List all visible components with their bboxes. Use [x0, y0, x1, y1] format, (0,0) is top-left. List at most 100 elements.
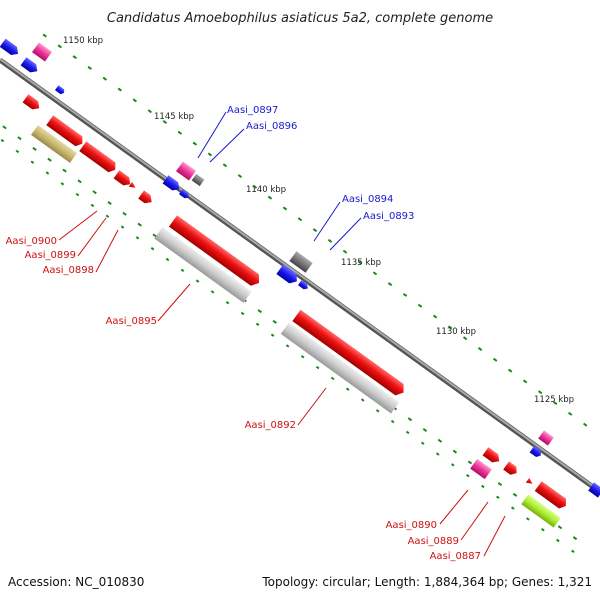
tick-mark	[342, 249, 348, 254]
tick-mark	[102, 76, 107, 81]
tick-mark	[132, 98, 137, 103]
tick-mark	[526, 517, 530, 521]
tick-mark	[17, 136, 22, 141]
tick-mark	[568, 411, 573, 416]
gene-feature-red	[503, 461, 517, 475]
gene-feature-red	[22, 94, 40, 110]
tick-mark	[452, 449, 458, 454]
tick-mark	[432, 314, 438, 319]
tick-mark	[237, 174, 243, 179]
tick-mark	[177, 130, 183, 135]
gene-features	[0, 38, 600, 528]
gene-label: Aasi_0887	[430, 551, 481, 562]
accession-text: Accession: NC_010830	[8, 575, 144, 589]
gene-label: Aasi_0889	[408, 536, 459, 547]
kbp-label: 1145 kbp	[154, 112, 194, 122]
tick-mark	[372, 271, 378, 276]
gene-feature-khaki	[31, 125, 77, 163]
tick-mark	[152, 233, 157, 238]
tick-mark	[92, 190, 97, 195]
gene-feature-blue	[276, 264, 297, 284]
tick-mark	[422, 427, 428, 433]
tick-mark	[45, 171, 50, 175]
genome-title: Candidatus Amoebophilus asiaticus 5a2, c…	[107, 11, 493, 26]
tick-mark	[30, 160, 35, 164]
tick-mark	[147, 109, 152, 114]
tick-mark	[75, 192, 80, 197]
tick-mark	[507, 368, 513, 373]
kbp-labels: 1150 kbp 1145 kbp 1140 kbp 1135 kbp 1130…	[63, 36, 574, 405]
gene-label: Aasi_0898	[43, 265, 94, 276]
tick-mark	[90, 203, 95, 208]
tick-mark	[315, 365, 320, 370]
gene-feature-lightgray	[154, 227, 252, 303]
tick-mark	[15, 149, 20, 154]
tick-mark	[481, 484, 485, 489]
gene-feature-magenta	[32, 42, 52, 62]
kbp-label: 1150 kbp	[63, 36, 103, 46]
tick-mark	[2, 125, 7, 130]
tick-mark	[135, 236, 140, 240]
tick-mark	[557, 525, 563, 530]
tick-mark	[210, 290, 215, 294]
tick-marks	[0, 33, 588, 554]
label-leader-lines	[58, 111, 506, 557]
tick-mark	[462, 336, 468, 341]
tick-mark	[556, 538, 560, 543]
gene-feature-red	[79, 141, 116, 173]
tick-mark	[437, 438, 443, 443]
tick-mark	[257, 309, 262, 314]
tick-mark	[467, 460, 473, 465]
gene-label: Aasi_0893	[363, 211, 414, 222]
gene-feature-blue	[529, 445, 541, 457]
gene-label: Aasi_0894	[342, 194, 393, 205]
tick-mark	[402, 292, 408, 297]
tick-mark	[451, 463, 455, 467]
tick-mark	[375, 409, 380, 413]
tick-mark	[162, 119, 168, 125]
tick-mark	[466, 473, 470, 478]
tick-mark	[72, 55, 77, 60]
tick-mark	[57, 44, 62, 49]
tick-mark	[300, 355, 305, 359]
tick-mark	[120, 225, 125, 229]
tick-mark	[330, 376, 335, 381]
tick-mark	[267, 195, 273, 200]
gene-feature-red	[292, 309, 404, 396]
gene-feature-red	[534, 481, 567, 509]
tick-mark	[477, 346, 483, 352]
gene-feature-lime	[521, 494, 561, 528]
gene-feature-magenta	[176, 161, 196, 181]
tick-mark	[417, 303, 423, 308]
tick-mark	[222, 163, 228, 168]
tick-mark	[272, 319, 277, 324]
tick-mark	[387, 282, 393, 287]
tick-mark	[47, 157, 52, 162]
tick-mark	[180, 268, 185, 273]
genome-backbone	[0, 57, 600, 495]
tick-mark	[435, 452, 440, 456]
tick-mark	[225, 300, 230, 305]
gene-feature-lightgray	[280, 322, 400, 414]
tick-mark	[252, 184, 258, 189]
tick-mark	[195, 279, 200, 283]
tick-mark	[583, 422, 588, 427]
tick-mark	[60, 182, 65, 186]
tick-mark	[405, 430, 410, 435]
gene-feature-red	[128, 181, 136, 188]
tick-mark	[107, 201, 112, 205]
kbp-label: 1140 kbp	[246, 185, 286, 195]
tick-mark	[105, 214, 110, 218]
tick-mark	[360, 398, 365, 402]
tick-mark	[497, 482, 503, 487]
topology-text: Topology: circular; Length: 1,884,364 bp…	[261, 575, 592, 589]
gene-feature-blue	[20, 57, 38, 73]
kbp-label: 1130 kbp	[436, 327, 476, 337]
kbp-label: 1125 kbp	[534, 395, 574, 405]
tick-mark	[282, 206, 288, 211]
gene-feature-blue	[0, 38, 19, 55]
tick-mark	[327, 238, 333, 243]
tick-mark	[77, 179, 82, 184]
tick-mark	[357, 260, 363, 265]
